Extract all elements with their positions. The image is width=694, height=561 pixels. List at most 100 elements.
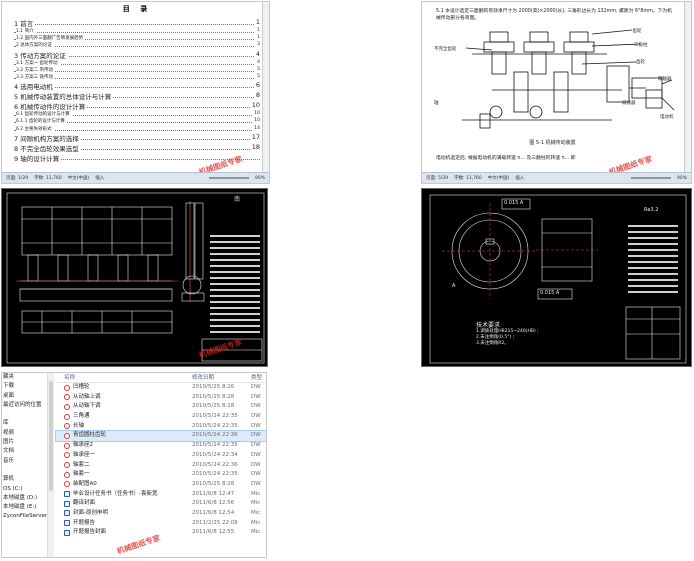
toc-entry-page: 17: [249, 132, 260, 141]
nav-item[interactable]: 图片: [3, 439, 15, 446]
toc-entry-page: 4: [255, 59, 260, 65]
file-name: 封面-原创申明: [73, 509, 108, 516]
callout-label: 齿轮: [636, 60, 645, 65]
file-type: Mic: [251, 509, 261, 516]
callout-label: 电动机: [660, 115, 674, 120]
toc-entry[interactable]: 9 轴的设计计算: [14, 153, 260, 163]
file-name: 轴套二: [73, 461, 90, 468]
file-type: DW: [251, 422, 261, 429]
nav-item[interactable]: 库: [3, 420, 9, 427]
file-list-header: 名称 修改日期 类型: [56, 373, 266, 383]
nav-item[interactable]: ZyconFileServer: [3, 513, 48, 520]
nav-item[interactable]: 文档: [3, 448, 15, 455]
file-date: 2010/5/25 8:28: [192, 393, 235, 400]
figure-intro-text: 5.1 本设计选定三面翻的有效净尺寸为 2000(高)×2000(长), 三角形…: [436, 9, 673, 21]
nav-item[interactable]: 最近访问的位置: [3, 401, 42, 408]
vertical-scrollbar[interactable]: [262, 2, 269, 172]
file-name: 长轴: [73, 422, 85, 429]
nav-item[interactable]: 本地磁盘 (E:): [3, 504, 37, 511]
toc-leader: [14, 55, 260, 57]
file-type: DW: [251, 461, 261, 468]
toc-entry-page: 5: [255, 66, 260, 72]
file-date: 2010/5/24 22:35: [192, 442, 238, 449]
nav-item[interactable]: 视频: [3, 429, 15, 436]
toc-leader: [14, 78, 260, 79]
toc-entry-page: 10: [252, 111, 260, 117]
roughness-label: Ra3.2: [644, 207, 659, 213]
toc-entry-text: 3.3 方案三 链传动: [16, 75, 56, 80]
toc-leader: [14, 24, 260, 25]
file-name: 毕业设计任务书（任务书）-袁新宽: [73, 490, 158, 497]
zoom-slider[interactable]: [630, 177, 671, 179]
nav-item[interactable]: 桌面: [3, 392, 15, 399]
vertical-scrollbar[interactable]: [684, 2, 691, 172]
toc-entry-page: 1: [253, 18, 260, 26]
status-words: 字数: 11,760: [34, 176, 62, 181]
file-type: DW: [251, 471, 261, 478]
cad-file-icon: [64, 394, 70, 401]
callout-label: 不完全齿轮: [434, 47, 457, 52]
toc-leader: [14, 63, 260, 65]
column-header-date[interactable]: 修改日期: [192, 375, 215, 381]
nav-item[interactable]: 下载: [3, 383, 15, 390]
nav-item[interactable]: 藏夹: [3, 374, 15, 380]
word-document-icon: [64, 529, 70, 536]
toc-leader: [14, 39, 260, 41]
technical-requirements: 技术要求 1.调质处理HB215~240(HB) ; 2.未注倒角(0.5°) …: [476, 320, 539, 347]
file-date: 2011/2/25 22:08: [192, 519, 238, 526]
callout-label: 轴: [434, 101, 439, 106]
nav-item[interactable]: 算机: [3, 476, 15, 483]
status-mode: 插入: [515, 176, 525, 181]
cad-file-icon: [64, 481, 70, 488]
navigation-scrollbar[interactable]: [47, 373, 54, 557]
file-name: 轴承座2: [73, 442, 93, 449]
status-language: 中文(中国): [67, 176, 90, 181]
cad-file-icon: [64, 442, 70, 449]
callout-label: 减速器: [622, 101, 636, 106]
scrollbar-thumb[interactable]: [49, 381, 53, 491]
toc-leader: [14, 87, 260, 89]
column-header-name[interactable]: 名称: [64, 375, 76, 381]
nav-item[interactable]: 本地磁盘 (D:): [3, 494, 38, 501]
file-date: 2010/5/24 22:35: [192, 413, 238, 420]
tech-line: 3.未注倒角R2。: [476, 341, 509, 346]
nav-item[interactable]: 音乐: [3, 457, 15, 464]
file-name: 轴承座一: [73, 451, 96, 458]
nav-item[interactable]: OS (C:): [3, 485, 23, 492]
column-header-type[interactable]: 类型: [251, 375, 263, 381]
status-mode: 插入: [95, 176, 105, 181]
zoom-slider[interactable]: [208, 177, 249, 179]
